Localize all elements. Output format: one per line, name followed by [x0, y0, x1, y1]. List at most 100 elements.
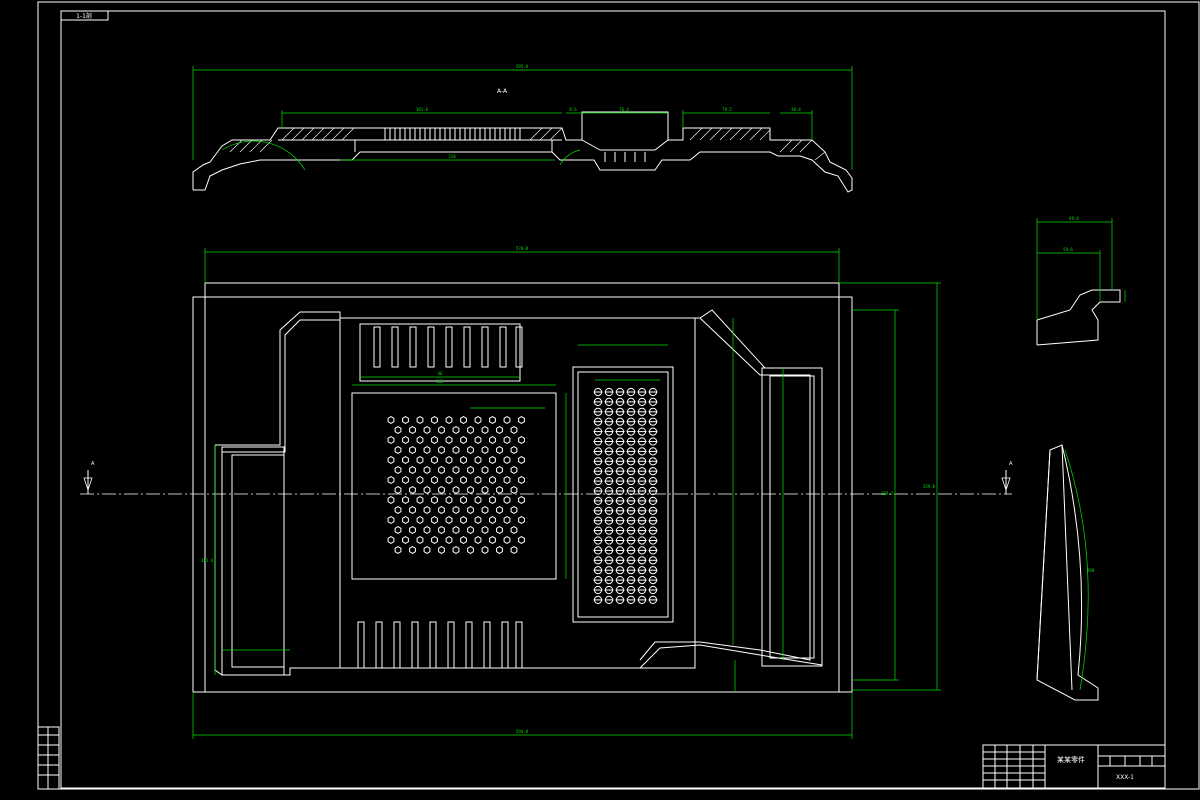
hex-hole: [409, 426, 416, 434]
hex-hole: [431, 496, 438, 504]
hex-hole: [510, 426, 518, 434]
hex-hole: [460, 476, 467, 484]
dim-section-overall: 595.8: [516, 64, 529, 69]
hex-hole: [510, 506, 518, 514]
hex-hole: [452, 426, 460, 434]
hex-hole: [423, 546, 431, 554]
dim-left-height: 185.4: [201, 558, 214, 563]
title-block: 某某零件 XXX-1: [982, 744, 1166, 789]
hex-hole: [387, 476, 395, 484]
hex-hole: [460, 536, 467, 544]
hex-hole: [460, 416, 467, 424]
hex-hole: [452, 506, 460, 514]
hex-hole: [409, 466, 416, 474]
hex-hole: [394, 526, 402, 534]
bottom-slot-group: [357, 621, 523, 669]
hex-hole: [431, 516, 438, 524]
hex-hole: [474, 436, 482, 444]
hex-hole: [438, 506, 445, 514]
hex-hole: [438, 426, 445, 434]
hex-hole: [474, 476, 482, 484]
hex-hole: [394, 486, 402, 494]
hex-hole: [431, 456, 438, 464]
hex-hole: [416, 436, 424, 444]
hex-hole: [489, 456, 496, 464]
dim-section-a: 161.6: [416, 107, 429, 112]
hex-hole: [431, 536, 438, 544]
section-slot-comb: [384, 128, 646, 162]
section-label: A-A: [497, 88, 508, 95]
hex-hole: [467, 426, 474, 434]
dim-section-f: 210: [448, 154, 456, 159]
dim-slot-pitch: 46: [438, 371, 443, 376]
hex-hole: [387, 496, 395, 504]
hex-hole: [445, 416, 453, 424]
hex-hole: [460, 456, 467, 464]
dim-section-e: 30.4: [791, 107, 801, 112]
hex-hole: [518, 536, 525, 544]
hex-hole: [503, 476, 511, 484]
dim-plan-bottom: 594.8: [516, 729, 529, 734]
hex-hole: [445, 436, 453, 444]
hex-hole: [423, 466, 431, 474]
arrow-label-right: A: [1009, 461, 1013, 467]
dim-section-b: 8.6: [569, 107, 577, 112]
hex-hole: [474, 536, 482, 544]
hex-hole: [518, 516, 525, 524]
hex-hole: [387, 436, 395, 444]
hex-hole: [445, 516, 453, 524]
hex-hole: [518, 496, 525, 504]
hex-hole: [489, 516, 496, 524]
hex-hole: [416, 476, 424, 484]
hex-hole: [438, 526, 445, 534]
section-hatch: [229, 127, 826, 161]
hex-hole: [503, 536, 511, 544]
hex-hole: [496, 486, 503, 494]
hex-hole: [496, 466, 503, 474]
hex-hole: [518, 476, 525, 484]
side-view: 69.8 59.6 R90: [1036, 216, 1126, 701]
hex-hole: [452, 446, 460, 454]
hex-hole: [481, 466, 489, 474]
hex-hole: [518, 416, 525, 424]
hex-hole: [496, 526, 503, 534]
hex-hole: [438, 446, 445, 454]
dim-plan-right-total: 359.8: [923, 484, 936, 489]
hex-hole: [409, 486, 416, 494]
hex-hole: [452, 486, 460, 494]
arrow-label-left: A: [91, 461, 95, 467]
hex-hole: [467, 546, 474, 554]
hex-hole: [416, 416, 424, 424]
hex-hole: [518, 436, 525, 444]
hex-hole: [423, 506, 431, 514]
hex-hole: [423, 486, 431, 494]
plan-view: A A 570.8 594.8 359.8 339.2: [80, 246, 1013, 739]
hex-hole: [445, 456, 453, 464]
hex-hole: [474, 456, 482, 464]
hex-hole: [467, 466, 474, 474]
corner-tag-text: 1-1剖: [76, 12, 92, 20]
hex-hole: [496, 546, 503, 554]
hex-hole: [409, 546, 416, 554]
hex-hole: [402, 496, 409, 504]
hex-hole: [503, 456, 511, 464]
hex-hole: [387, 416, 395, 424]
hex-hole: [489, 536, 496, 544]
hex-hole: [409, 506, 416, 514]
hex-hole: [510, 486, 518, 494]
hex-hole: [467, 446, 474, 454]
hex-hole-grid: [387, 416, 525, 554]
hex-hole: [489, 496, 496, 504]
title-block-name: 某某零件: [1057, 755, 1085, 764]
hex-hole: [402, 436, 409, 444]
section-arrow-right: A: [1001, 461, 1013, 494]
hex-hole: [489, 436, 496, 444]
hex-hole: [445, 476, 453, 484]
hex-hole: [445, 536, 453, 544]
hex-hole: [402, 456, 409, 464]
hex-hole: [445, 496, 453, 504]
hex-hole: [503, 516, 511, 524]
hex-hole: [467, 526, 474, 534]
hex-hole: [503, 436, 511, 444]
